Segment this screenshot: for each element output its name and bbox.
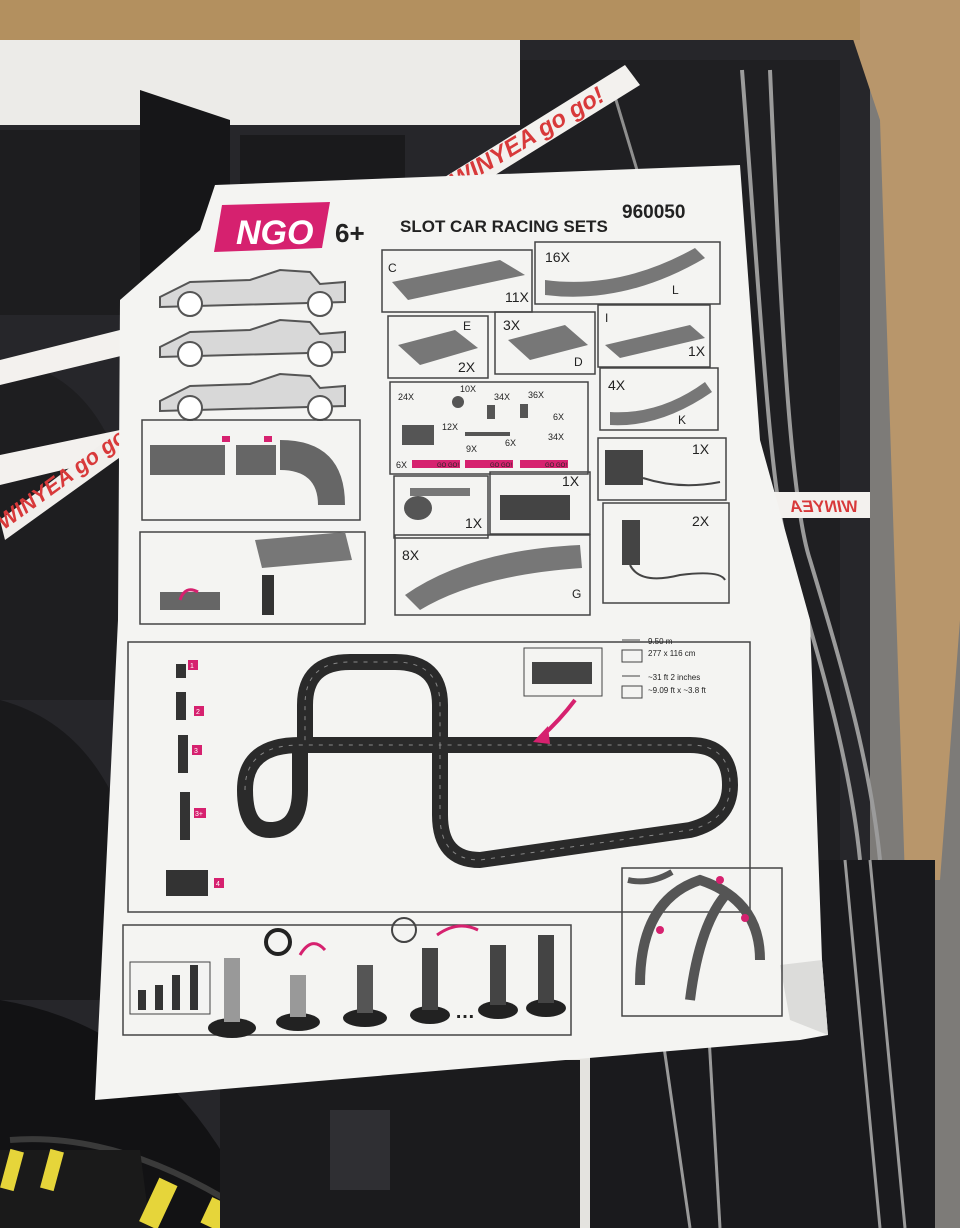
- car-illustrations: [159, 268, 346, 421]
- small-part-qty: 6X: [505, 438, 516, 448]
- part-qty-G: 8X: [402, 547, 420, 563]
- pier-step-label: 2: [196, 709, 200, 716]
- lap-counter-callout: [523, 647, 603, 744]
- dim-metric-size: 277 x 116 cm: [648, 649, 696, 658]
- strip-label: GO GO!: [490, 463, 512, 469]
- part-E: E 2X: [398, 319, 478, 375]
- tape-strip: [0, 330, 125, 385]
- pier-step-3: 3: [178, 735, 202, 773]
- dim-metric-length: 9.50 m: [648, 637, 673, 646]
- part-code-I: I: [605, 311, 608, 325]
- assembly-step-connect: [141, 419, 361, 521]
- sheet-header: NGO 6+ SLOT CAR RACING SETS 960050: [214, 202, 685, 252]
- sheet-title: SLOT CAR RACING SETS: [400, 217, 608, 236]
- part-qty-C: 11X: [505, 289, 530, 305]
- instruction-sheet: NGO 6+ SLOT CAR RACING SETS 960050: [95, 165, 828, 1100]
- part-I: I 1X: [605, 311, 706, 359]
- small-parts: 24X 10X 34X 36X 6X 12X 9X 6X 34X 6X GO G…: [396, 384, 568, 470]
- lap-counter-part: 1X: [404, 488, 483, 531]
- small-part-qty: 6X: [553, 412, 564, 422]
- lap-counter-base: [220, 1060, 580, 1228]
- small-part-qty: 36X: [528, 390, 544, 400]
- part-K: 4X K: [608, 377, 712, 427]
- part-code-G: G: [572, 587, 581, 601]
- part-qty-E: 2X: [458, 359, 476, 375]
- pier-step-4: 4: [166, 870, 224, 896]
- age-label: 6+: [335, 218, 365, 248]
- brand-logo: NGO: [236, 214, 313, 252]
- part-code-K: K: [678, 413, 686, 427]
- part-qty-K: 4X: [608, 377, 626, 393]
- adapter-qty: 1X: [692, 441, 710, 457]
- pier-step-label: 3: [194, 748, 198, 755]
- part-code-E: E: [463, 319, 471, 333]
- styrofoam-block: [0, 40, 520, 125]
- black-part: [330, 1110, 390, 1190]
- assembly-step-pier: [139, 531, 366, 625]
- part-code-L: L: [672, 283, 679, 297]
- strip-label: GO GO!: [545, 463, 567, 469]
- part-D: 3X D: [503, 317, 588, 369]
- part-L: 16X L: [545, 248, 705, 297]
- parts-grid: [381, 241, 730, 616]
- pier-step-label: 3+: [195, 811, 203, 818]
- part-qty-L: 16X: [545, 249, 571, 265]
- pier-step-label: 4: [216, 881, 220, 888]
- pier-assembly-panel: …: [122, 917, 572, 1038]
- part-qty-D: 3X: [503, 317, 521, 333]
- pit-gate-part: 1X: [500, 473, 580, 520]
- track-layout-panel: 9.50 m 277 x 116 cm ~31 ft 2 inches ~9.0…: [127, 637, 751, 913]
- small-part-qty: 10X: [460, 384, 476, 394]
- controller-qty: 2X: [692, 513, 710, 529]
- small-part-qty: 34X: [494, 392, 510, 402]
- race-car: [159, 318, 346, 367]
- power-adapter: 1X: [605, 441, 721, 487]
- race-car: [159, 372, 346, 421]
- model-number: 960050: [622, 202, 685, 223]
- cardboard-box-top: [0, 0, 860, 40]
- part-code-D: D: [574, 355, 583, 369]
- dim-imperial-length: ~31 ft 2 inches: [648, 673, 700, 682]
- dimensions-legend: 9.50 m 277 x 116 cm ~31 ft 2 inches ~9.0…: [621, 637, 707, 699]
- part-G: 8X G: [402, 545, 582, 610]
- tape-strip-right: WINYEA: [770, 492, 870, 518]
- race-car: [159, 268, 346, 317]
- yellow-striped-track: [0, 1148, 231, 1228]
- curve-connection-panel: [621, 867, 783, 1017]
- part-code-C: C: [388, 261, 397, 275]
- small-part-qty: 24X: [398, 392, 414, 402]
- black-part: [0, 130, 140, 315]
- pier-step-3plus: 3+: [180, 792, 206, 840]
- pier-legend: 1 2 3 3+ 4: [166, 660, 224, 896]
- cardboard-box-wall: [840, 0, 960, 880]
- pier-step-1: 1: [176, 660, 198, 678]
- part-C: C 11X: [388, 260, 530, 305]
- small-part-qty: 9X: [466, 444, 477, 454]
- dim-imperial-size: ~9.09 ft x ~3.8 ft: [648, 686, 707, 695]
- strip-label: GO GO!: [437, 463, 459, 469]
- strip-qty: 6X: [396, 460, 407, 470]
- tape-text-right: WINYEA: [790, 497, 858, 516]
- small-part-qty: 12X: [442, 422, 458, 432]
- small-part-qty: 34X: [548, 432, 564, 442]
- pier-step-2: 2: [176, 692, 204, 720]
- pier-step-label: 1: [190, 663, 194, 670]
- hand-controller: 2X: [622, 513, 726, 581]
- ellipsis: …: [455, 1001, 475, 1023]
- lap-counter-qty: 1X: [465, 515, 483, 531]
- pit-gate-qty: 1X: [562, 473, 580, 489]
- part-qty-I: 1X: [688, 343, 706, 359]
